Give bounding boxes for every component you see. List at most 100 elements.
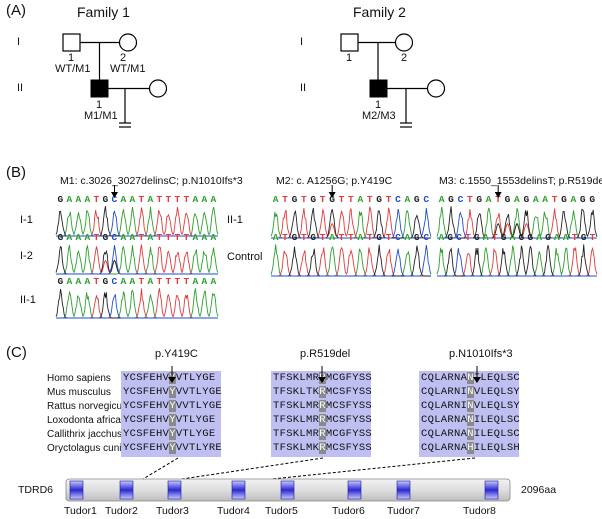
species-name: Rattus norvegicus — [47, 401, 128, 412]
residues-after: MCSFYSS — [325, 414, 373, 426]
m2-title: M2: c. A1256G; p.Y419C — [276, 175, 393, 187]
trace-C — [56, 294, 218, 319]
base-call: G — [103, 232, 109, 243]
family2-title: Family 2 — [353, 4, 406, 20]
residues-before: CQLARNI — [421, 400, 468, 412]
f2-i2-female — [394, 33, 414, 52]
base-call: A — [130, 276, 136, 287]
base-call: A — [85, 276, 91, 287]
conserved-residue: R — [319, 400, 326, 412]
base-call: T — [175, 232, 181, 243]
f2-ii1-number: 1 — [375, 99, 382, 111]
residues-before: YCSFEHV — [123, 428, 170, 440]
m3-title: M3: c.1550_1553delinsT; p.R519del — [439, 175, 602, 187]
tudor-domain-label: Tudor3 — [156, 505, 189, 517]
base-call: A — [563, 232, 569, 243]
residues-after: MCSFYSS — [325, 386, 373, 398]
species-name: Loxodonta africana — [47, 415, 133, 426]
y419c-title: p.Y419C — [155, 348, 198, 360]
base-call: A — [67, 232, 73, 243]
f2-spouse-female — [426, 79, 446, 98]
base-call: A — [514, 194, 520, 205]
conserved-residue: Y — [169, 428, 176, 440]
base-call: G — [476, 194, 482, 205]
residues-before: YCSFEHV — [123, 386, 170, 398]
residues-before: TFSKLMR — [273, 414, 320, 426]
base-call: T — [367, 232, 373, 243]
base-call: A — [202, 194, 208, 205]
base-call: A — [67, 276, 73, 287]
residues-before: CQLARNA — [421, 442, 468, 454]
residues-before: TFSKLTK — [273, 386, 320, 398]
base-call: A — [76, 194, 82, 205]
alignment-row: CQLARNANILEQLSC — [419, 371, 520, 385]
trace-C — [56, 210, 218, 237]
base-call: A — [486, 194, 492, 205]
base-call: G — [523, 194, 529, 205]
base-call: T — [139, 232, 145, 243]
residues-after: ILEQLSC — [473, 428, 521, 440]
base-call: G — [58, 276, 64, 287]
base-call: G — [505, 194, 511, 205]
species-list: Homo sapiens Mus musculus Rattus norvegi… — [47, 372, 145, 456]
residues-after: MCSFYSS — [325, 442, 373, 454]
residues-after: ILEQLSC — [473, 414, 521, 426]
conserved-residue: R — [319, 428, 326, 440]
alignment-r519del: TFSKLMRRMCGFYSSTFSKLTKRMCSFYSSTFSKLMRRMC… — [271, 371, 373, 457]
residues-before: YCSFEHV — [123, 414, 170, 426]
tudor-domain — [231, 480, 246, 500]
trace-A — [56, 244, 219, 275]
family1-title: Family 1 — [77, 4, 130, 20]
f1-ii1-genotype: M1/M1 — [84, 110, 118, 122]
base-call: G — [589, 194, 595, 205]
base-call: T — [157, 194, 163, 205]
tudor-domain — [280, 480, 295, 500]
tudor-domain — [119, 480, 134, 500]
tudor-domain-label: Tudor4 — [217, 505, 250, 517]
base-call: T — [367, 194, 373, 205]
tudor-domain-label: Tudor2 — [105, 505, 138, 517]
alignment-row: CQLARNANILEQLSC — [419, 427, 521, 441]
base-call: T — [348, 232, 354, 243]
f1-i1-number: 1 — [68, 52, 75, 64]
alignment-row: YCSFEHVYVVTLYGE — [121, 399, 222, 413]
base-call: T — [175, 194, 181, 205]
base-call: T — [157, 232, 163, 243]
tudor-domain — [69, 480, 84, 500]
protein-diagram — [65, 366, 511, 502]
mutation-arrow — [328, 192, 336, 198]
base-call: A — [76, 276, 82, 287]
alignment-row: TFSKLMRRMCGFYSS — [271, 427, 372, 441]
conserved-residue: N — [467, 372, 474, 384]
residues-before: CQLARNA — [421, 372, 468, 384]
base-call: A — [193, 232, 199, 243]
residues-after: MCGFYSS — [325, 372, 373, 384]
species-name: Callithrix jacchus — [47, 429, 123, 440]
trace-C — [56, 245, 218, 275]
base-call: T — [348, 194, 354, 205]
base-call: G — [527, 232, 533, 243]
alignment-row: TFSKLTKRMCSFYSS — [271, 385, 373, 399]
trace-C — [437, 211, 597, 239]
tudor-domain-label: Tudor8 — [463, 505, 496, 517]
base-call: C — [458, 194, 464, 205]
base-call: A — [121, 276, 127, 287]
f1-i2-female — [118, 33, 138, 52]
row-label-ii1-right: II-1 — [227, 214, 243, 226]
base-call: A — [405, 232, 411, 243]
conserved-residue: Y — [169, 442, 176, 454]
trace-C — [271, 207, 432, 239]
panel-c-label: (C) — [6, 344, 27, 361]
base-call: G — [58, 194, 64, 205]
base-call: C — [395, 194, 401, 205]
f1-ii1-number: 1 — [96, 99, 103, 111]
row-label-control: Control — [227, 251, 263, 263]
base-call: T — [552, 194, 558, 205]
residues-before: YCSFEHV — [123, 400, 170, 412]
base-call: C — [423, 232, 429, 243]
base-call: C — [395, 232, 401, 243]
mutation-arrow — [111, 192, 118, 198]
base-call: A — [148, 232, 154, 243]
